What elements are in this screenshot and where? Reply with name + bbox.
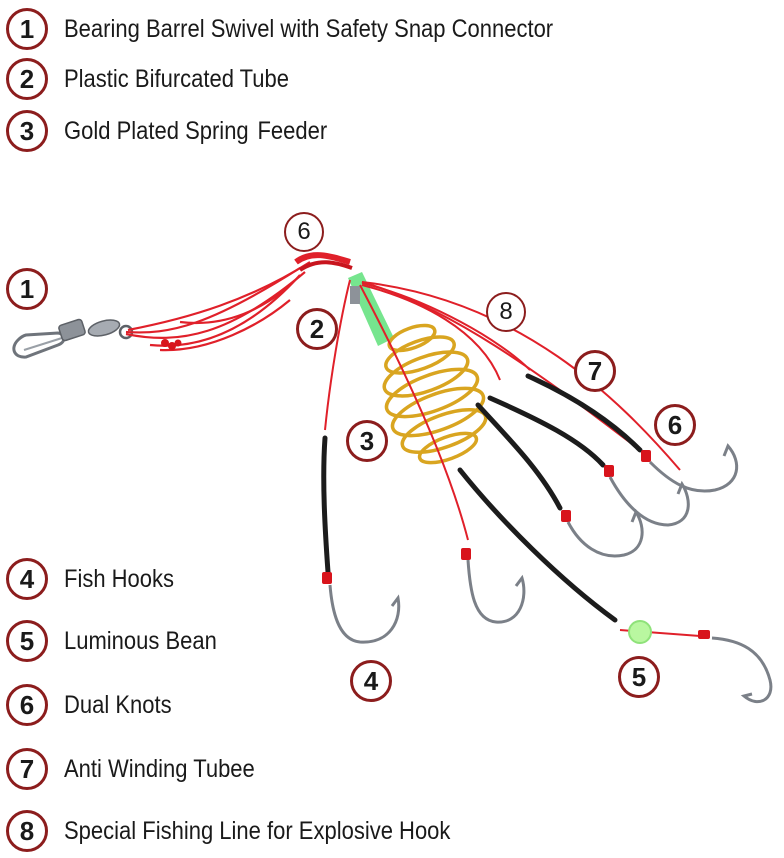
legend-label: Dual Knots xyxy=(64,690,172,719)
red-sleeves xyxy=(322,450,710,639)
number-badge: 4 xyxy=(6,558,48,600)
number-badge: 7 xyxy=(6,748,48,790)
number-badge: 5 xyxy=(6,620,48,662)
callout-bean: 5 xyxy=(618,656,660,698)
legend-label: Special Fishing Line for Explosive Hook xyxy=(64,816,451,845)
legend-label: Fish Hooks xyxy=(64,564,175,593)
callout-hook: 4 xyxy=(350,660,392,702)
legend-label-main: Gold Plated Spring xyxy=(64,116,249,145)
callout-knot-right: 6 xyxy=(654,404,696,446)
dual-knot xyxy=(294,252,353,272)
hook-lines xyxy=(324,279,701,637)
number-badge: 8 xyxy=(6,810,48,852)
legend-item-5: 5 Luminous Bean xyxy=(6,618,238,664)
spring-feeder xyxy=(382,323,488,465)
legend-label: Bearing Barrel Swivel with Safety Snap C… xyxy=(64,14,554,43)
legend-item-7: 7 Anti Winding Tubee xyxy=(6,746,281,792)
callout-line: 8 xyxy=(486,292,526,332)
legend-item-8: 8 Special Fishing Line for Explosive Hoo… xyxy=(6,808,503,854)
luminous-bean xyxy=(628,620,652,644)
legend-label: Gold Plated Spring Feeder xyxy=(64,117,327,146)
callout-tube: 2 xyxy=(296,308,338,350)
legend-item-4: 4 Fish Hooks xyxy=(6,556,189,602)
main-line xyxy=(125,261,311,352)
number-badge: 3 xyxy=(6,110,48,152)
legend-item-2: 2 Plastic Bifurcated Tube xyxy=(6,56,320,102)
callout-anti-winding: 7 xyxy=(574,350,616,392)
number-badge: 6 xyxy=(6,684,48,726)
legend-item-1: 1 Bearing Barrel Swivel with Safety Snap… xyxy=(6,6,620,52)
legend-item-6: 6 Dual Knots xyxy=(6,682,186,728)
callout-swivel: 1 xyxy=(6,268,48,310)
callout-spring: 3 xyxy=(346,420,388,462)
anti-winding-tubes xyxy=(321,373,643,623)
legend-label: Luminous Bean xyxy=(64,626,217,655)
number-badge: 2 xyxy=(6,58,48,100)
legend-item-3: 3 Gold Plated Spring Feeder xyxy=(6,108,363,154)
number-badge: 1 xyxy=(6,8,48,50)
knot-cluster xyxy=(161,339,182,350)
callout-knot-top: 6 xyxy=(284,212,324,252)
legend-label: Anti Winding Tubee xyxy=(64,754,255,783)
snap-swivel xyxy=(12,318,134,359)
legend-label: Plastic Bifurcated Tube xyxy=(64,64,290,93)
legend-label-suffix: Feeder xyxy=(257,116,328,145)
hooks xyxy=(328,443,773,703)
